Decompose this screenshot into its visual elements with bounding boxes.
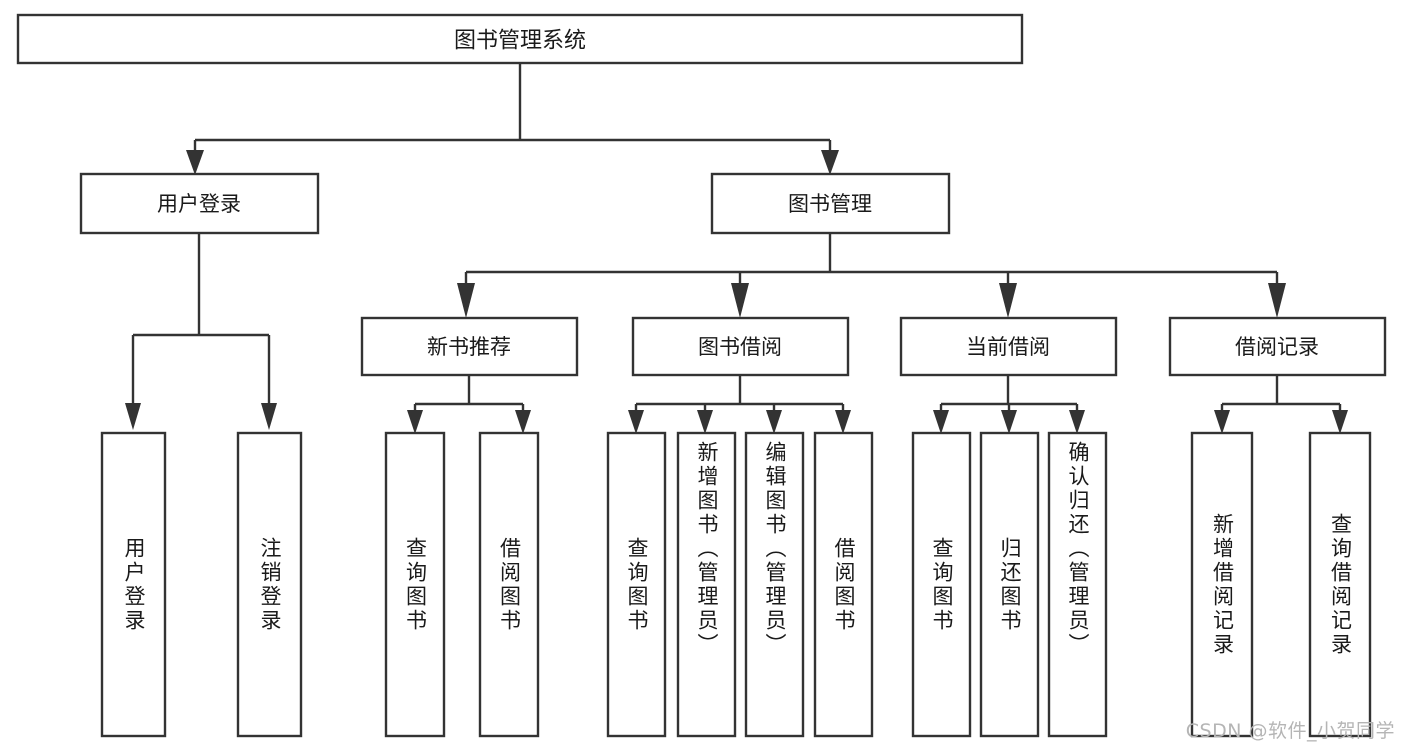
connector-currentborrow-to-leaves xyxy=(933,375,1085,434)
node-current-borrow-label: 当前借阅 xyxy=(966,335,1050,359)
arrow-head-icon xyxy=(821,150,839,175)
arrow-head-icon xyxy=(766,410,782,434)
node-current-borrow-box[interactable] xyxy=(899,316,1118,377)
node-new-book-recommend-label: 新书推荐 xyxy=(427,335,511,359)
node-borrow-record-box[interactable] xyxy=(1168,316,1387,377)
arrow-head-icon xyxy=(1069,410,1085,434)
node-user-login-box[interactable] xyxy=(79,172,320,235)
arrow-head-icon xyxy=(1001,410,1017,434)
connector-root-to-level2 xyxy=(186,63,839,175)
node-book-manage-label: 图书管理 xyxy=(788,192,872,216)
arrow-head-icon xyxy=(186,150,204,175)
node-borrow-record-label: 借阅记录 xyxy=(1235,335,1319,359)
leaf-box-add-book[interactable] xyxy=(676,431,737,738)
node-borrow-record[interactable]: 借阅记录 xyxy=(1168,316,1387,377)
arrow-head-icon xyxy=(933,410,949,434)
leaf-box-user-logout[interactable] xyxy=(236,431,303,738)
node-current-borrow[interactable]: 当前借阅 xyxy=(899,316,1118,377)
arrow-head-icon xyxy=(1332,410,1348,434)
node-new-book-recommend[interactable]: 新书推荐 xyxy=(360,316,579,377)
arrow-head-icon xyxy=(999,283,1017,318)
arrow-head-icon xyxy=(457,283,475,318)
node-book-manage[interactable]: 图书管理 xyxy=(710,172,951,235)
leaf-box-query-book-2[interactable] xyxy=(606,431,667,738)
leaf-box-add-record[interactable] xyxy=(1190,431,1254,738)
connector-newbook-to-leaves xyxy=(407,375,531,434)
arrow-head-icon xyxy=(407,410,423,434)
node-book-borrow-box[interactable] xyxy=(631,316,850,377)
leaf-box-query-record[interactable] xyxy=(1308,431,1372,738)
node-root[interactable]: 图书管理系统 xyxy=(16,13,1024,65)
connector-borrowrecord-to-leaves xyxy=(1214,375,1348,434)
node-book-manage-box[interactable] xyxy=(710,172,951,235)
leaf-box-return-book[interactable] xyxy=(979,431,1040,738)
arrow-head-icon xyxy=(515,410,531,434)
node-user-login[interactable]: 用户登录 xyxy=(79,172,320,235)
node-book-borrow-label: 图书借阅 xyxy=(698,335,782,359)
leaf-box-query-book-3[interactable] xyxy=(911,431,972,738)
connector-bookborrow-to-leaves xyxy=(628,375,851,434)
watermark: CSDN @软件_小贺同学 xyxy=(1185,720,1395,742)
leaf-box-user-login[interactable] xyxy=(100,431,167,738)
leaf-box-borrow-book-1[interactable] xyxy=(478,431,540,738)
arrow-head-icon xyxy=(125,403,141,430)
leaf-box-query-book-1[interactable] xyxy=(384,431,446,738)
leaf-box-borrow-book-2[interactable] xyxy=(813,431,874,738)
leaf-box-confirm-return[interactable] xyxy=(1047,431,1108,738)
arrow-head-icon xyxy=(628,410,644,434)
leaf-box-edit-book[interactable] xyxy=(744,431,805,738)
node-user-login-label: 用户登录 xyxy=(157,192,241,216)
arrow-head-icon xyxy=(1268,283,1286,318)
connector-userlogin-to-leaves xyxy=(125,233,277,430)
node-root-box[interactable] xyxy=(16,13,1024,65)
node-root-label: 图书管理系统 xyxy=(454,29,586,54)
node-new-book-recommend-box[interactable] xyxy=(360,316,579,377)
connector-bookmanage-to-level3 xyxy=(457,233,1286,318)
arrow-head-icon xyxy=(835,410,851,434)
arrow-head-icon xyxy=(697,410,713,434)
arrow-head-icon xyxy=(1214,410,1230,434)
arrow-head-icon xyxy=(261,403,277,430)
arrow-head-icon xyxy=(731,283,749,318)
node-book-borrow[interactable]: 图书借阅 xyxy=(631,316,850,377)
